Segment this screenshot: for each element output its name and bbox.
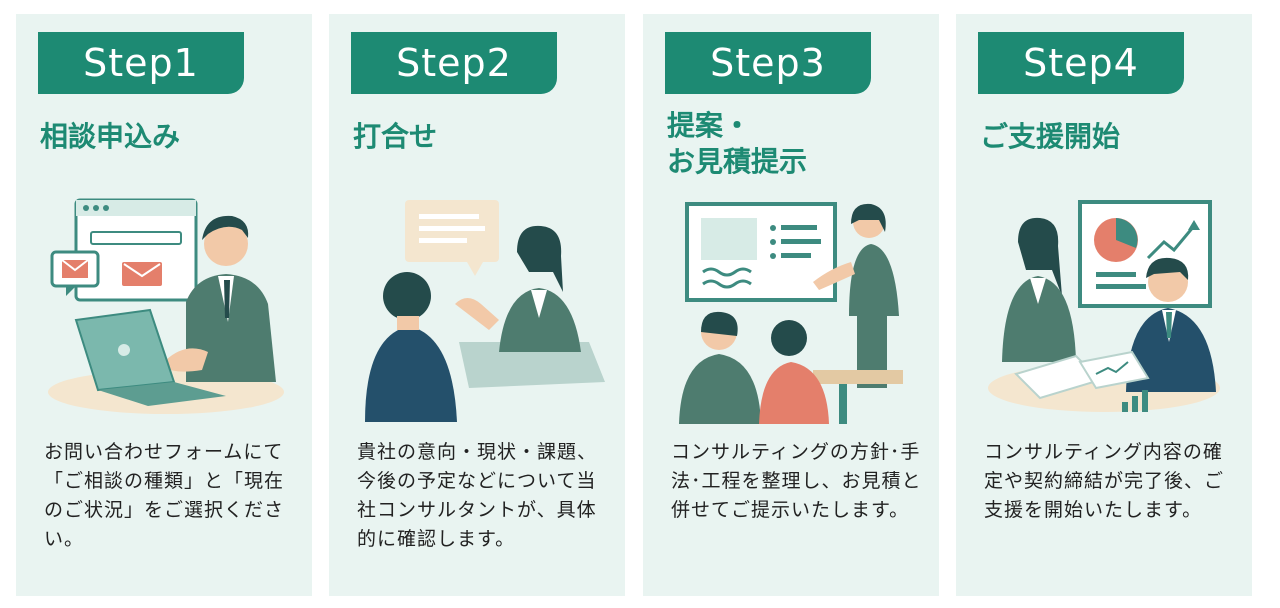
step-title: ご支援開始 [980, 120, 1121, 153]
step-badge: Step1 [38, 32, 244, 94]
laptop-consultation-illustration [48, 198, 284, 414]
step-description: お問い合わせフォームにて「ご相談の種類」と「現在のご状況」をご選択ください。 [44, 441, 285, 550]
step-title: 打合せ [353, 120, 438, 153]
step-card-3: Step3 提案・ お見積提示 コンサルティングの方針･手法･工程を整理し、お見… [643, 14, 939, 596]
step-description: コンサルティングの方針･手法･工程を整理し、お見積と併せてご提示いたします。 [671, 441, 922, 521]
meeting-illustration [365, 200, 605, 422]
step-badge: Step3 [665, 32, 871, 94]
step-badge: Step4 [978, 32, 1184, 94]
step-badge: Step2 [351, 32, 557, 94]
step-card-1: Step1 相談申込み お問い合わせフォームにて「ご相談の種類」と「現在のご状況… [16, 14, 312, 596]
step-card-2: Step2 打合せ 貴社の意向・現状・課題、今後の予定などについて当社コンサルタ… [329, 14, 625, 596]
step-title: 相談申込み [40, 120, 181, 153]
contract-illustration [988, 200, 1220, 412]
step-description: 貴社の意向・現状・課題、今後の予定などについて当社コンサルタントが、具体的に確認… [357, 441, 598, 550]
presentation-illustration [679, 202, 903, 424]
step-card-4: Step4 ご支援開始 コンサルティング内容の確定や契約締結が完了後、ご支援を開… [956, 14, 1252, 596]
step-title: 提案・ お見積提示 [667, 109, 808, 178]
step-description: コンサルティング内容の確定や契約締結が完了後、ご支援を開始いたします。 [984, 441, 1225, 521]
